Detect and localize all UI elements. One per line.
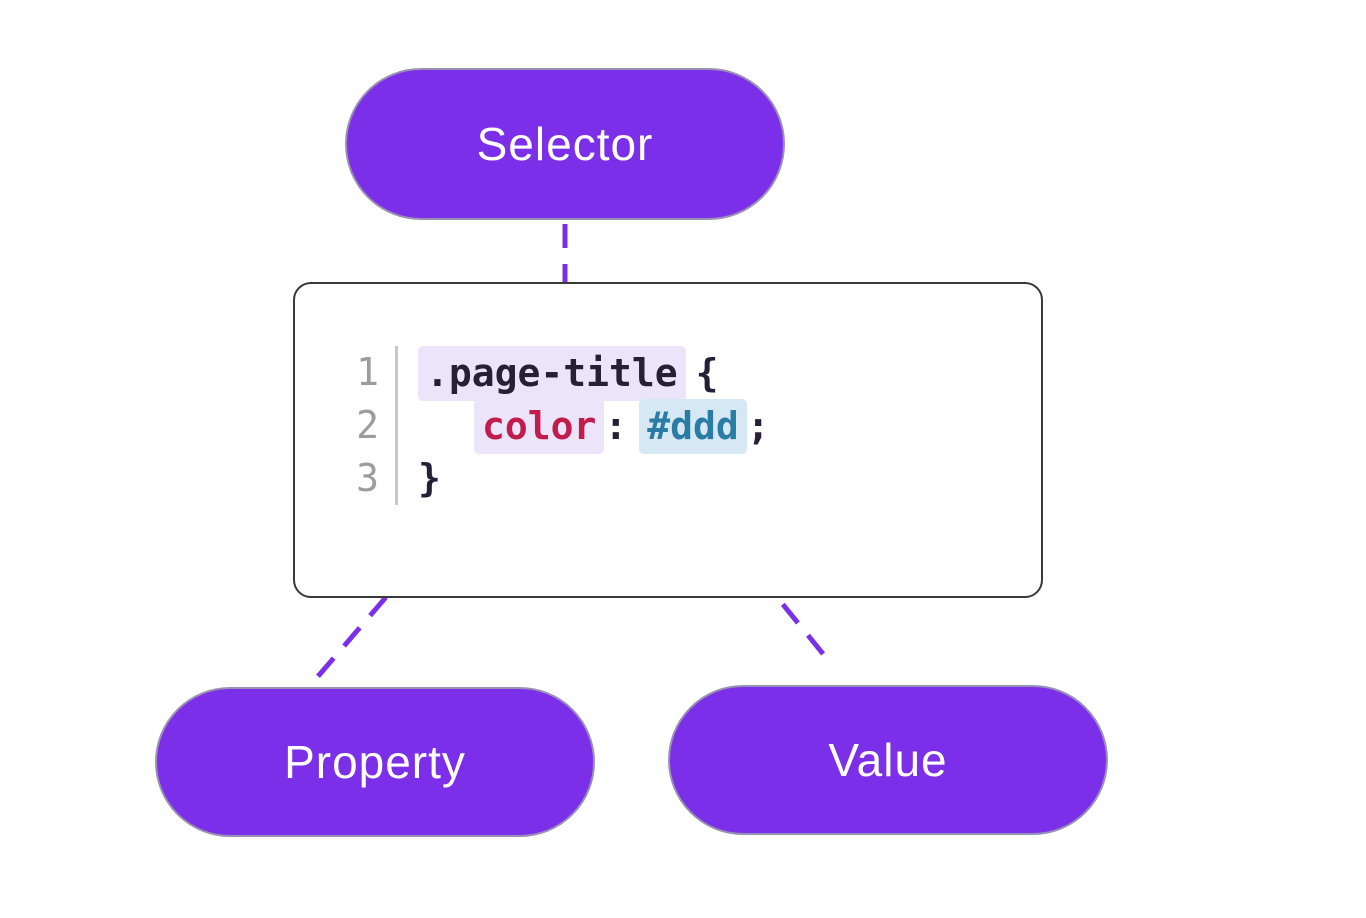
value-node: Value xyxy=(668,685,1108,835)
value-node-label: Value xyxy=(828,734,948,786)
property-node-label: Property xyxy=(284,736,466,788)
code-token-semicolon: ; xyxy=(746,404,770,448)
selector-node: Selector xyxy=(345,68,785,220)
code-token-open-brace: { xyxy=(695,351,719,395)
code-line-1: 1 .page-title { xyxy=(335,346,1041,401)
code-token-close-brace: } xyxy=(418,456,441,500)
line-number-2: 2 xyxy=(335,399,398,452)
code-box: 1 .page-title { 2 color : #ddd ; 3 } xyxy=(293,282,1043,598)
selector-node-label: Selector xyxy=(476,118,654,170)
code-token-property: color xyxy=(474,399,605,454)
code-line-2: 2 color : #ddd ; xyxy=(335,399,1041,454)
property-node: Property xyxy=(155,687,595,837)
code-token-colon: : xyxy=(604,404,628,448)
code-line-3: 3 } xyxy=(335,452,1041,505)
line-number-3: 3 xyxy=(335,452,398,505)
code-token-value: #ddd xyxy=(639,399,747,454)
line-number-1: 1 xyxy=(335,346,398,399)
code-token-selector: .page-title xyxy=(418,346,686,401)
